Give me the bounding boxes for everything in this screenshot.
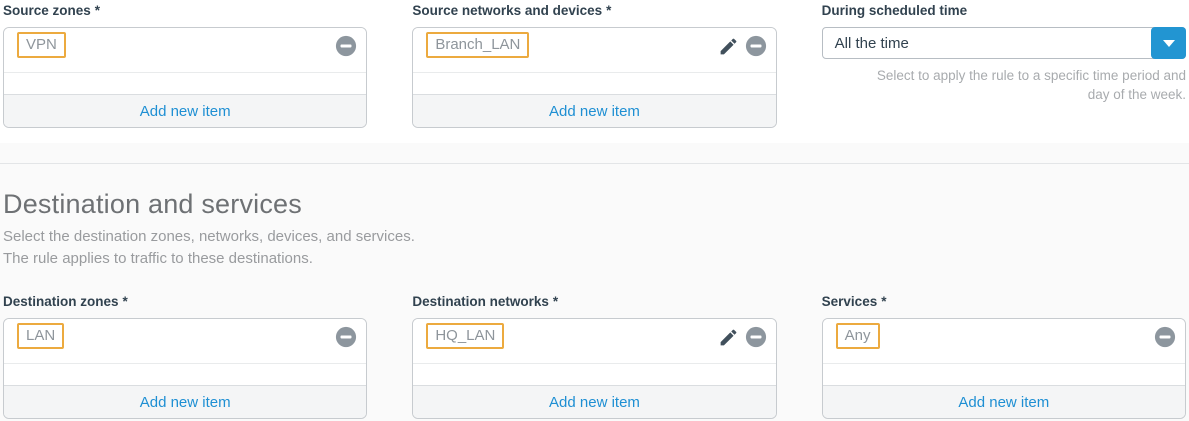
listbox-empty-area bbox=[413, 73, 776, 94]
source-networks-devices-field: Source networks and devices* Branch_LAN … bbox=[412, 3, 777, 143]
item-tag: LAN bbox=[17, 323, 65, 349]
remove-item-icon[interactable] bbox=[745, 35, 767, 57]
destination-section: Destination and services Select the dest… bbox=[0, 143, 1189, 421]
required-marker: * bbox=[94, 3, 101, 18]
remove-item-icon[interactable] bbox=[1154, 326, 1176, 348]
destination-zones-field: Destination zones* LAN Add new item bbox=[3, 294, 368, 419]
add-new-item-label: Add new item bbox=[549, 102, 640, 120]
services-listbox: Any Add new item bbox=[821, 318, 1186, 419]
field-label-text: Source networks and devices bbox=[412, 3, 603, 18]
source-zones-label: Source zones* bbox=[3, 3, 367, 19]
subtitle-line-2: The rule applies to traffic to these des… bbox=[3, 250, 313, 267]
edit-item-icon[interactable] bbox=[718, 327, 739, 348]
select-dropdown-button[interactable] bbox=[1151, 27, 1186, 59]
add-new-item-button[interactable]: Add new item bbox=[413, 385, 776, 418]
helper-line-1: Select to apply the rule to a specific t… bbox=[876, 68, 1186, 83]
section-subtitle: Select the destination zones, networks, … bbox=[3, 226, 1186, 270]
add-new-item-button[interactable]: Add new item bbox=[822, 385, 1185, 418]
edit-item-icon[interactable] bbox=[718, 36, 739, 57]
remove-item-icon[interactable] bbox=[745, 326, 767, 348]
field-label-text: During scheduled time bbox=[821, 3, 968, 18]
item-tag: Any bbox=[835, 323, 880, 349]
item-actions bbox=[718, 35, 767, 57]
schedule-label: During scheduled time bbox=[822, 3, 1186, 19]
required-marker: * bbox=[552, 294, 559, 309]
remove-item-icon[interactable] bbox=[335, 35, 357, 57]
listbox-empty-area bbox=[413, 364, 776, 385]
item-tag: Branch_LAN bbox=[426, 32, 530, 58]
required-marker: * bbox=[881, 294, 887, 309]
add-new-item-label: Add new item bbox=[549, 393, 640, 411]
destination-section-header: Destination and services Select the dest… bbox=[0, 164, 1189, 270]
list-item[interactable]: VPN bbox=[4, 28, 367, 73]
add-new-item-label: Add new item bbox=[958, 393, 1050, 411]
item-actions bbox=[335, 326, 357, 348]
item-actions bbox=[718, 326, 767, 348]
list-item[interactable]: Any bbox=[822, 319, 1185, 364]
destination-networks-listbox: HQ_LAN Add new item bbox=[412, 318, 777, 419]
schedule-select[interactable]: All the time bbox=[821, 27, 1186, 59]
services-field: Services* Any Add new item bbox=[821, 294, 1186, 419]
helper-line-2: day of the week. bbox=[1087, 87, 1186, 102]
field-label-text: Destination zones bbox=[3, 294, 119, 309]
listbox-empty-area bbox=[822, 364, 1185, 385]
item-tag: HQ_LAN bbox=[426, 323, 505, 349]
services-label: Services* bbox=[822, 294, 1186, 310]
field-label-text: Services bbox=[821, 294, 878, 309]
destination-networks-label: Destination networks* bbox=[412, 294, 776, 310]
source-section: Source zones* VPN Add new item Source ne… bbox=[0, 0, 1189, 143]
source-networks-listbox: Branch_LAN Add new item bbox=[412, 27, 777, 128]
remove-item-icon[interactable] bbox=[335, 326, 357, 348]
required-marker: * bbox=[606, 3, 612, 18]
add-new-item-button[interactable]: Add new item bbox=[413, 94, 776, 127]
source-zones-listbox: VPN Add new item bbox=[3, 27, 368, 128]
section-divider bbox=[0, 163, 1189, 164]
field-label-text: Source zones bbox=[3, 3, 91, 18]
schedule-selected-value: All the time bbox=[834, 34, 909, 52]
listbox-empty-area bbox=[4, 73, 367, 94]
schedule-field: During scheduled time All the time Selec… bbox=[821, 3, 1186, 143]
source-networks-devices-label: Source networks and devices* bbox=[412, 3, 776, 19]
destination-zones-listbox: LAN Add new item bbox=[3, 318, 368, 419]
add-new-item-label: Add new item bbox=[139, 393, 231, 411]
listbox-empty-area bbox=[4, 364, 367, 385]
schedule-helper-text: Select to apply the rule to a specific t… bbox=[822, 66, 1186, 104]
destination-fields-row: Destination zones* LAN Add new item bbox=[0, 270, 1189, 419]
add-new-item-label: Add new item bbox=[139, 102, 231, 120]
add-new-item-button[interactable]: Add new item bbox=[4, 385, 367, 418]
list-item[interactable]: LAN bbox=[4, 319, 367, 364]
source-zones-field: Source zones* VPN Add new item bbox=[3, 3, 368, 143]
destination-zones-label: Destination zones* bbox=[3, 294, 367, 310]
list-item[interactable]: HQ_LAN bbox=[413, 319, 776, 364]
add-new-item-button[interactable]: Add new item bbox=[4, 94, 367, 127]
item-actions bbox=[1154, 326, 1176, 348]
required-marker: * bbox=[122, 294, 128, 309]
chevron-down-icon bbox=[1162, 39, 1175, 47]
item-tag: VPN bbox=[17, 32, 66, 58]
list-item[interactable]: Branch_LAN bbox=[413, 28, 776, 73]
field-label-text: Destination networks bbox=[412, 294, 549, 309]
destination-networks-field: Destination networks* HQ_LAN bbox=[412, 294, 777, 419]
item-actions bbox=[335, 35, 357, 57]
section-title: Destination and services bbox=[3, 189, 302, 219]
subtitle-line-1: Select the destination zones, networks, … bbox=[3, 228, 415, 245]
